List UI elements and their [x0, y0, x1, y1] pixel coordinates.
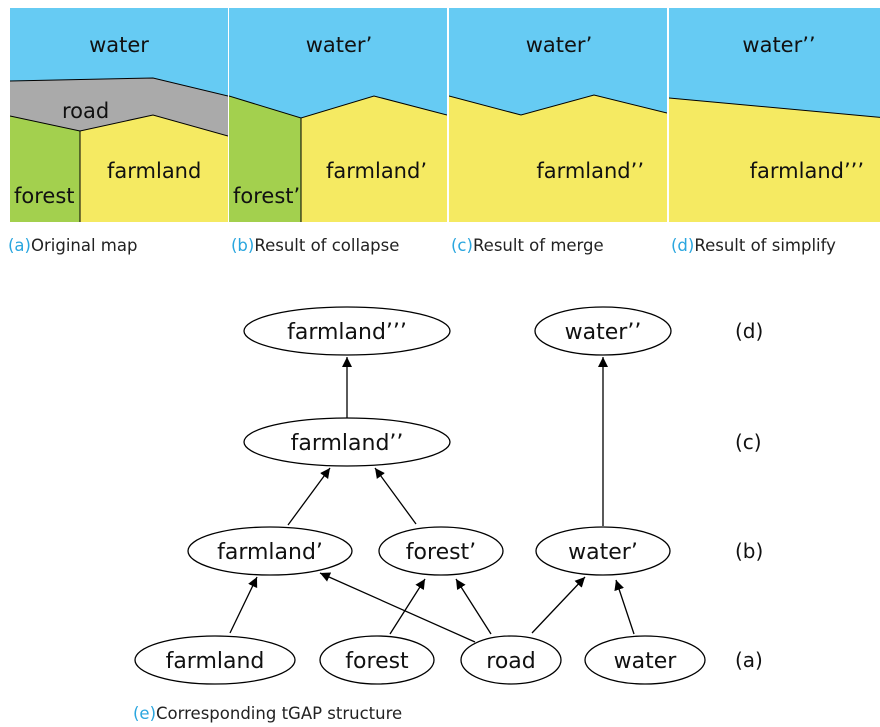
map-panel-collapse: water’ forest’ farmland’: [229, 8, 447, 222]
caption-b-text: Result of collapse: [254, 236, 400, 255]
node-water1: [535, 526, 671, 576]
level-label-d: (d): [735, 319, 763, 343]
node-farmland-label: farmland: [166, 649, 265, 674]
edge-forest-forest1: [389, 578, 426, 635]
caption-c: (c)Result of merge: [451, 236, 604, 255]
node-road-label: road: [486, 649, 535, 674]
farmland-region: [301, 96, 447, 222]
node-forest-label: forest: [345, 649, 409, 674]
level-label-c: (c): [735, 430, 762, 454]
caption-d-text: Result of simplify: [694, 236, 836, 255]
caption-a-text: Original map: [31, 236, 138, 255]
node-water: [584, 635, 706, 685]
edge-water-water1: [614, 579, 635, 635]
farmland-region: [80, 115, 228, 222]
node-forest1: [378, 526, 504, 576]
tree-edges: [229, 357, 635, 643]
label-farmland: farmland: [107, 159, 201, 183]
label-forest: forest: [14, 184, 75, 208]
node-farmland2: [243, 417, 451, 467]
node-farmland2-label: farmland’’: [291, 431, 404, 456]
forest-region: [229, 96, 301, 222]
farmland-region: [669, 98, 880, 222]
node-water-label: water: [614, 649, 678, 674]
caption-b-tag: (b): [231, 236, 255, 255]
node-water1-label: water’: [568, 540, 638, 565]
node-water2-label: water’’: [565, 320, 642, 345]
label-road: road: [62, 99, 109, 123]
caption-d-tag: (d): [671, 236, 695, 255]
edge-road-forest1: [455, 578, 492, 635]
road-region: [10, 78, 228, 136]
node-forest1-label: forest’: [406, 540, 476, 565]
caption-e: (e)Corresponding tGAP structure: [133, 704, 402, 723]
edge-farmland-farmland1: [229, 576, 258, 634]
level-label-b: (b): [735, 539, 763, 563]
tgap-tree: farmland’’’ water’’ farmland’’ farmland’…: [134, 306, 763, 685]
node-forest: [319, 635, 435, 685]
caption-d: (d)Result of simplify: [671, 236, 836, 255]
label-farmland: farmland’’: [536, 159, 644, 183]
caption-a-tag: (a): [8, 236, 31, 255]
caption-a: (a)Original map: [8, 236, 137, 255]
level-label-a: (a): [735, 648, 763, 672]
node-water2: [534, 306, 672, 356]
label-water: water’: [526, 33, 593, 57]
edge-road-farmland1: [319, 572, 476, 643]
caption-e-tag: (e): [133, 704, 157, 723]
edge-farmland1-farmland2: [287, 467, 331, 526]
node-farmland: [134, 635, 296, 685]
edge-road-water1: [531, 576, 586, 634]
map-panel-simplify: water’’ farmland’’’: [669, 8, 880, 222]
node-farmland1-label: farmland’: [217, 540, 323, 565]
node-road: [460, 635, 562, 685]
edge-forest1-farmland2: [374, 467, 417, 525]
node-farmland3: [243, 306, 451, 356]
label-water: water’: [306, 33, 373, 57]
caption-e-text: Corresponding tGAP structure: [156, 704, 403, 723]
farmland-region: [449, 95, 667, 222]
forest-region: [10, 116, 80, 222]
label-farmland: farmland’’’: [750, 159, 864, 183]
caption-c-text: Result of merge: [472, 236, 604, 255]
label-water: water: [89, 33, 149, 57]
label-water: water’’: [742, 33, 815, 57]
map-panel-merge: water’ farmland’’: [449, 8, 667, 222]
node-farmland1: [187, 526, 353, 576]
caption-c-tag: (c): [451, 236, 473, 255]
label-farmland: farmland’: [326, 159, 427, 183]
node-farmland3-label: farmland’’’: [287, 320, 407, 345]
caption-b: (b)Result of collapse: [231, 236, 399, 255]
map-panel-original: water road forest farmland: [10, 8, 228, 222]
label-forest: forest’: [233, 184, 300, 208]
